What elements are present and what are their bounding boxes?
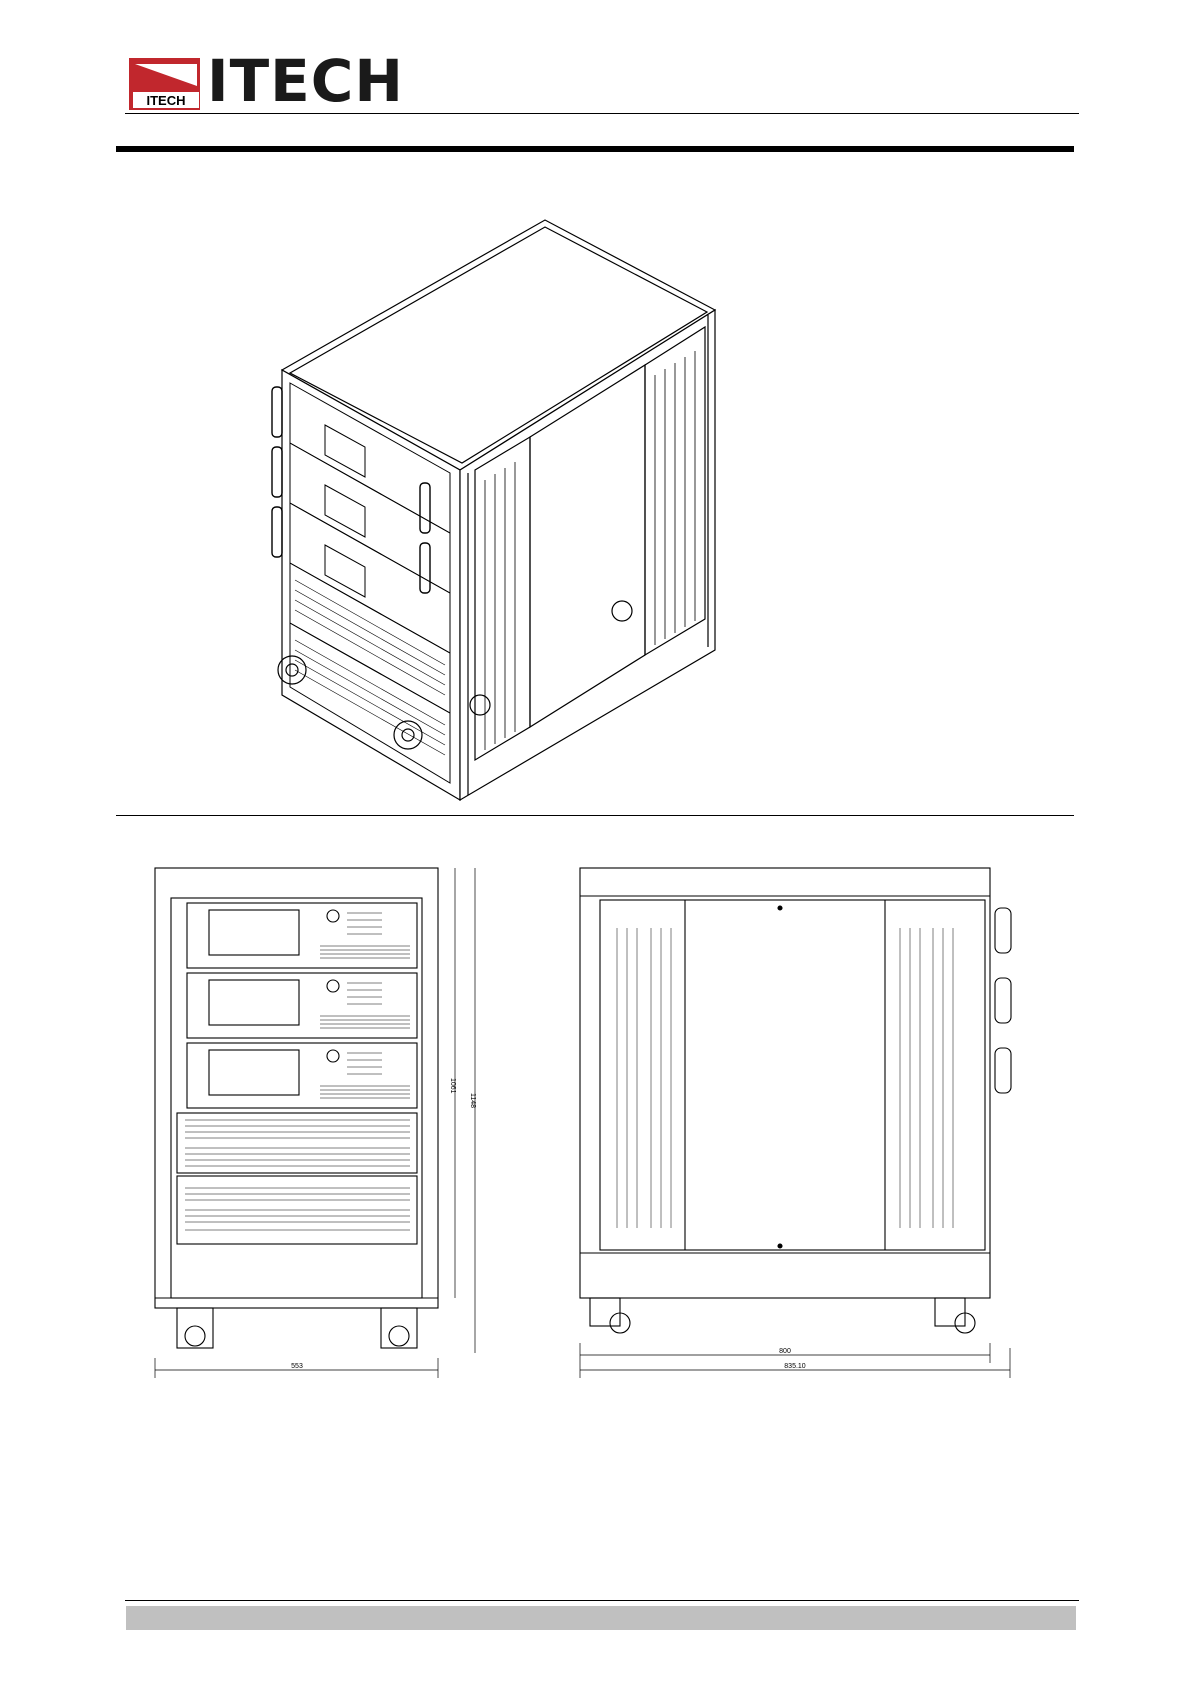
front-height-dimension-outer: 1148	[469, 1093, 476, 1108]
front-view-vents	[185, 1120, 410, 1230]
front-view-keypads	[320, 913, 410, 1098]
side-view-dimension-lines	[580, 1343, 1010, 1378]
itech-logo-mark: ITECH	[127, 56, 202, 112]
cabinet-isometric-drawing	[270, 215, 730, 805]
front-width-dimension: 553	[291, 1363, 303, 1370]
front-view-instruments	[187, 903, 417, 1108]
cabinet-side-view-drawing: 800 835.10	[575, 858, 1025, 1388]
section-rule	[116, 815, 1074, 816]
side-depth-dimension: 800	[779, 1348, 791, 1355]
logo-mark-text: ITECH	[147, 93, 186, 108]
cabinet-front-view-drawing: 553 1061 1148	[125, 858, 510, 1388]
front-view-dimension-lines	[155, 868, 475, 1378]
footer-bar	[126, 1606, 1076, 1630]
header-rule-thin	[125, 113, 1079, 114]
footer-rule	[125, 1600, 1079, 1601]
logo-wordmark: ITECH	[207, 52, 404, 110]
side-overall-depth-dimension: 835.10	[784, 1363, 806, 1370]
header-rule-thick	[116, 146, 1074, 152]
front-height-dimension-inner: 1061	[449, 1078, 456, 1094]
side-view-vents	[617, 928, 953, 1228]
